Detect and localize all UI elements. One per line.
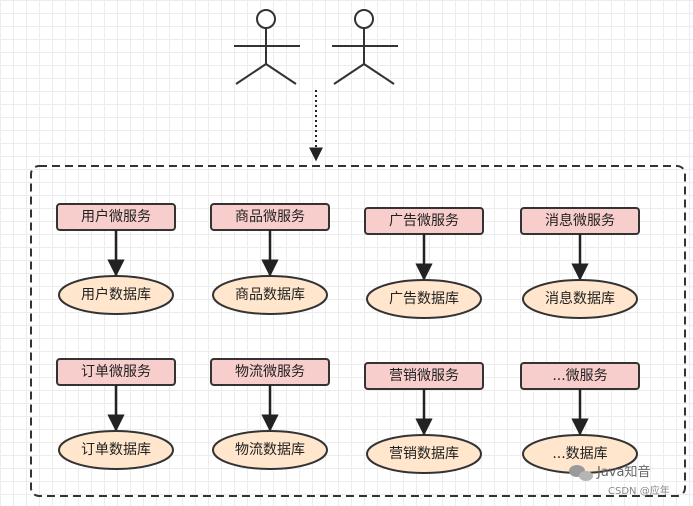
service-label: 消息微服务 xyxy=(545,212,615,229)
wechat-icon xyxy=(569,465,593,481)
database-label: 商品数据库 xyxy=(235,287,305,303)
service-label: 营销微服务 xyxy=(389,368,459,384)
database-ellipse xyxy=(366,434,482,474)
service-label: 商品微服务 xyxy=(235,209,305,225)
database-ellipse xyxy=(212,430,328,470)
database-ellipse xyxy=(58,275,174,315)
database-label: 营销数据库 xyxy=(389,446,459,462)
service-label: 广告微服务 xyxy=(389,213,459,229)
user-actor-icon xyxy=(234,9,300,85)
watermark-brand: Java知音 xyxy=(596,464,650,480)
service-label: ...微服务 xyxy=(552,368,607,384)
database-ellipse xyxy=(366,279,482,319)
microservices-container xyxy=(30,165,686,497)
database-label: ...数据库 xyxy=(552,446,607,462)
database-ellipse xyxy=(212,275,328,315)
service-label: 物流微服务 xyxy=(235,364,305,380)
database-label: 消息数据库 xyxy=(545,290,615,307)
database-ellipse xyxy=(58,430,174,470)
service-database-pairs: 用户微服务用户数据库商品微服务商品数据库广告微服务广告数据库消息微服务消息数据库… xyxy=(56,203,640,474)
watermark-source: CSDN @应年 xyxy=(608,484,670,497)
user-actor-icon xyxy=(332,9,398,85)
service-database-pair: ...微服务 ...数据库 xyxy=(520,362,640,474)
database-label: 订单数据库 xyxy=(81,442,151,458)
watermark: Java知音 CSDN @应年 xyxy=(569,464,670,497)
database-label: 用户数据库 xyxy=(81,286,151,303)
service-label: 用户微服务 xyxy=(81,208,151,225)
database-label: 物流数据库 xyxy=(235,442,305,458)
service-label: 订单微服务 xyxy=(81,364,151,380)
database-ellipse xyxy=(522,279,638,319)
database-label: 广告数据库 xyxy=(389,291,459,307)
